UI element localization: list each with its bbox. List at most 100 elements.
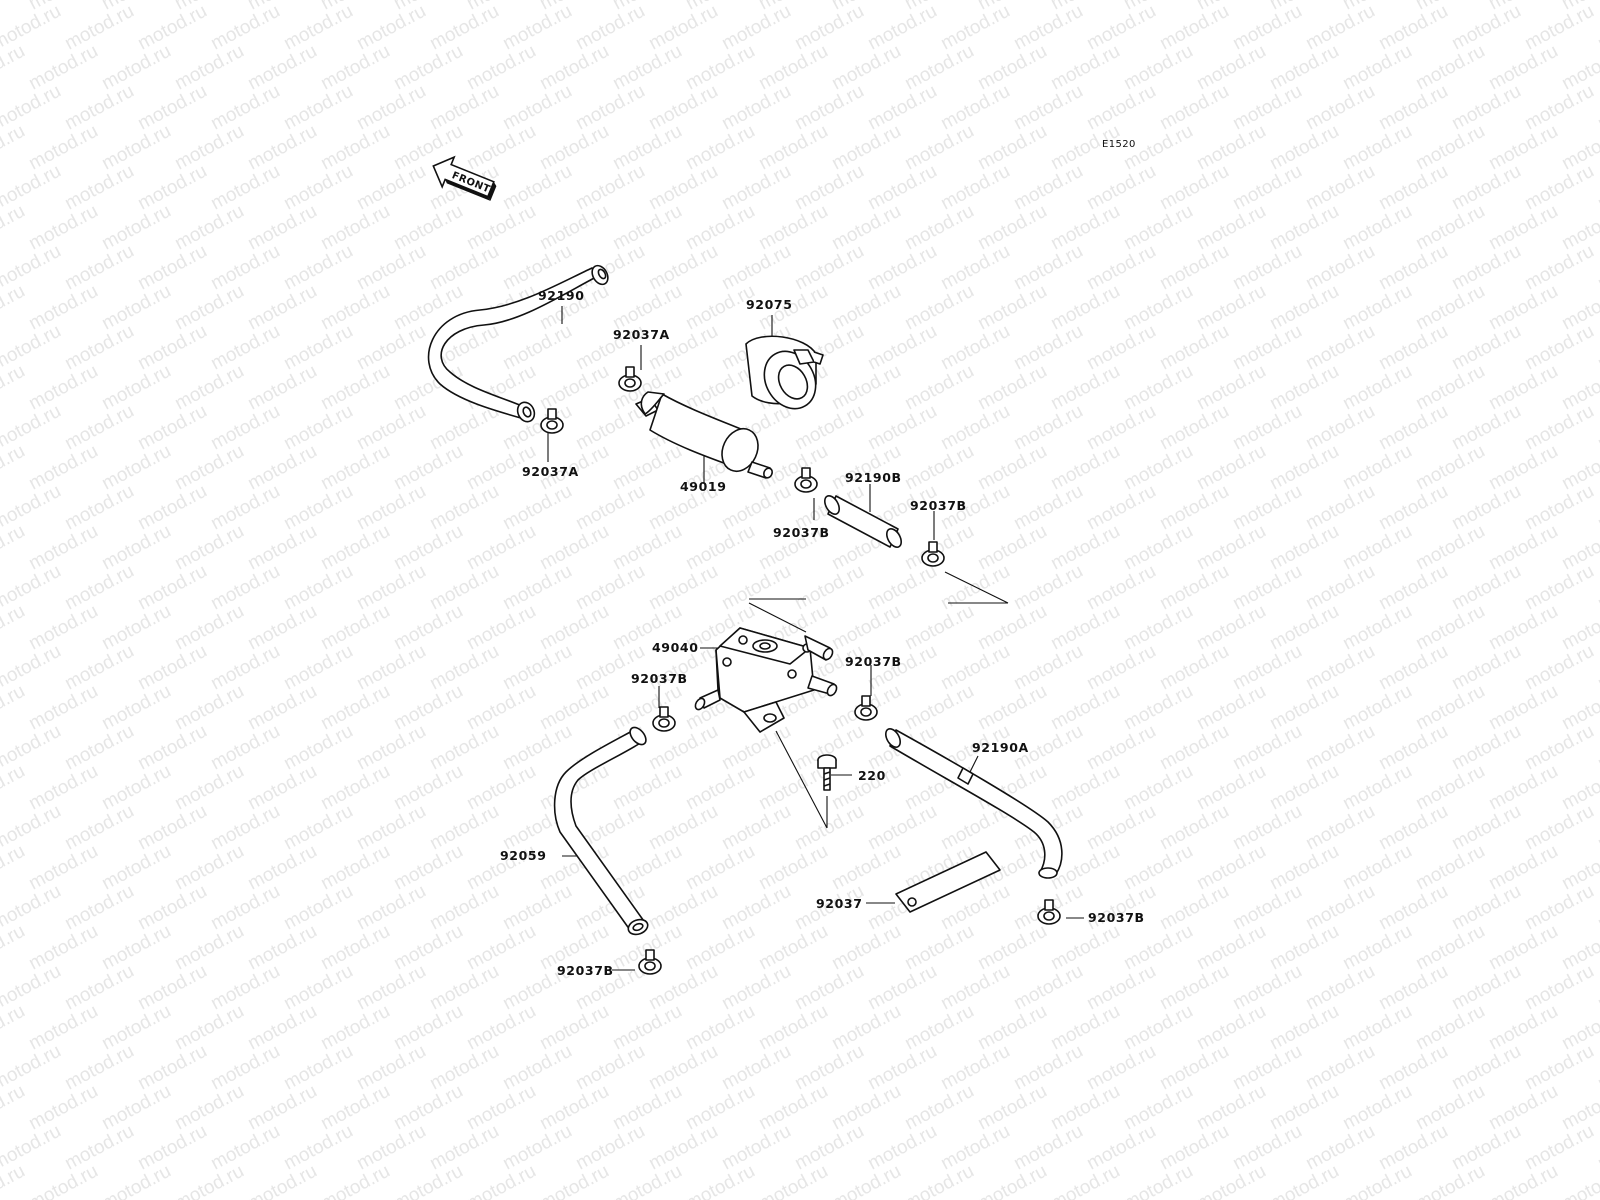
watermark-text: motod.ru (25, 761, 101, 815)
watermark-text: motod.ru (1521, 241, 1597, 295)
watermark-text: motod.ru (1375, 1, 1451, 55)
watermark-text: motod.ru (244, 361, 320, 415)
watermark-text: motod.ru (463, 41, 539, 95)
watermark-text: motod.ru (1266, 1001, 1342, 1055)
watermark-text: motod.ru (1521, 561, 1597, 615)
watermark-text: motod.ru (1375, 881, 1451, 935)
watermark-text: motod.ru (1193, 521, 1269, 575)
watermark-text: motod.ru (390, 521, 466, 575)
watermark-text: motod.ru (718, 1121, 794, 1175)
watermark-text: motod.ru (390, 1081, 466, 1135)
watermark-text: motod.ru (536, 121, 612, 175)
watermark-text: motod.ru (974, 1081, 1050, 1135)
watermark-text: motod.ru (1339, 601, 1415, 655)
watermark-text: motod.ru (98, 761, 174, 815)
watermark-text: motod.ru (1010, 401, 1086, 455)
watermark-text: motod.ru (134, 801, 210, 855)
watermark-text: motod.ru (682, 761, 758, 815)
watermark-text: motod.ru (1521, 881, 1597, 935)
watermark-text: motod.ru (974, 521, 1050, 575)
watermark-text: motod.ru (280, 321, 356, 375)
watermark-text: motod.ru (755, 201, 831, 255)
watermark-text: motod.ru (280, 1, 356, 55)
watermark-text: motod.ru (1339, 1001, 1415, 1055)
watermark-text: motod.ru (1521, 721, 1597, 775)
watermark-text: motod.ru (317, 521, 393, 575)
watermark-text: motod.ru (1521, 321, 1597, 375)
watermark-text: motod.ru (1156, 81, 1232, 135)
label-49040: 49040 (652, 640, 699, 655)
watermark-text: motod.ru (1120, 1001, 1196, 1055)
watermark-text: motod.ru (1521, 81, 1597, 135)
watermark-text: motod.ru (1193, 441, 1269, 495)
watermark-text: motod.ru (1375, 561, 1451, 615)
watermark-text: motod.ru (390, 921, 466, 975)
watermark-text: motod.ru (1485, 1081, 1561, 1135)
watermark-text: motod.ru (134, 1121, 210, 1175)
fuel-filter-49019 (635, 391, 773, 479)
watermark-text: motod.ru (1083, 561, 1159, 615)
watermark-text: motod.ru (0, 1001, 29, 1055)
watermark-text: motod.ru (499, 1121, 575, 1175)
watermark-text: motod.ru (207, 1121, 283, 1175)
watermark-text: motod.ru (390, 441, 466, 495)
watermark-text: motod.ru (1339, 1161, 1415, 1200)
watermark-text: motod.ru (244, 841, 320, 895)
watermark-text: motod.ru (609, 1161, 685, 1200)
watermark-text: motod.ru (280, 561, 356, 615)
watermark-text: motod.ru (1594, 721, 1600, 775)
watermark-text: motod.ru (536, 1081, 612, 1135)
watermark-text: motod.ru (1193, 1081, 1269, 1135)
clamp-92037a-upper (618, 366, 642, 392)
watermark-text: motod.ru (1521, 401, 1597, 455)
watermark-text: motod.ru (1193, 761, 1269, 815)
watermark-text: motod.ru (134, 481, 210, 535)
watermark-text: motod.ru (901, 441, 977, 495)
watermark-text: motod.ru (353, 161, 429, 215)
watermark-text: motod.ru (98, 1161, 174, 1200)
watermark-text: motod.ru (1120, 921, 1196, 975)
watermark-text: motod.ru (1339, 761, 1415, 815)
watermark-text: motod.ru (828, 601, 904, 655)
watermark-text: motod.ru (1156, 641, 1232, 695)
watermark-text: motod.ru (1521, 1121, 1597, 1175)
watermark-text: motod.ru (791, 161, 867, 215)
watermark-text: motod.ru (98, 201, 174, 255)
watermark-text: motod.ru (353, 721, 429, 775)
watermark-text: motod.ru (974, 281, 1050, 335)
watermark-text: motod.ru (609, 1081, 685, 1135)
watermark-text: motod.ru (1156, 481, 1232, 535)
watermark-text: motod.ru (1448, 1, 1524, 55)
watermark-text: motod.ru (390, 601, 466, 655)
watermark-text: motod.ru (98, 841, 174, 895)
label-92190a: 92190A (972, 740, 1029, 755)
watermark-text: motod.ru (1375, 481, 1451, 535)
watermark-text: motod.ru (134, 321, 210, 375)
watermark-text: motod.ru (1193, 841, 1269, 895)
watermark-text: motod.ru (718, 1041, 794, 1095)
watermark-text: motod.ru (1193, 1161, 1269, 1200)
clamp-92037b-pump-right (854, 695, 878, 721)
watermark-text: motod.ru (1375, 161, 1451, 215)
watermark-text: motod.ru (1375, 401, 1451, 455)
watermark-text: motod.ru (1521, 961, 1597, 1015)
watermark-text: motod.ru (499, 1041, 575, 1095)
watermark-text: motod.ru (1594, 641, 1600, 695)
watermark-text: motod.ru (1412, 681, 1488, 735)
watermark-text: motod.ru (0, 41, 29, 95)
watermark-text: motod.ru (718, 161, 794, 215)
watermark-text: motod.ru (1010, 961, 1086, 1015)
clamp-92037b-bottom-right (1037, 899, 1061, 925)
watermark-text: motod.ru (390, 41, 466, 95)
watermark-text: motod.ru (791, 1, 867, 55)
watermark-text: motod.ru (1339, 1081, 1415, 1135)
watermark-text: motod.ru (1302, 881, 1378, 935)
label-92190: 92190 (538, 288, 585, 303)
label-92037b-bottom-left: 92037B (557, 963, 614, 978)
watermark-text: motod.ru (645, 561, 721, 615)
watermark-text: motod.ru (353, 961, 429, 1015)
watermark-text: motod.ru (1375, 1041, 1451, 1095)
watermark-text: motod.ru (353, 561, 429, 615)
label-92037b-hose-b: 92037B (910, 498, 967, 513)
watermark-text: motod.ru (207, 401, 283, 455)
